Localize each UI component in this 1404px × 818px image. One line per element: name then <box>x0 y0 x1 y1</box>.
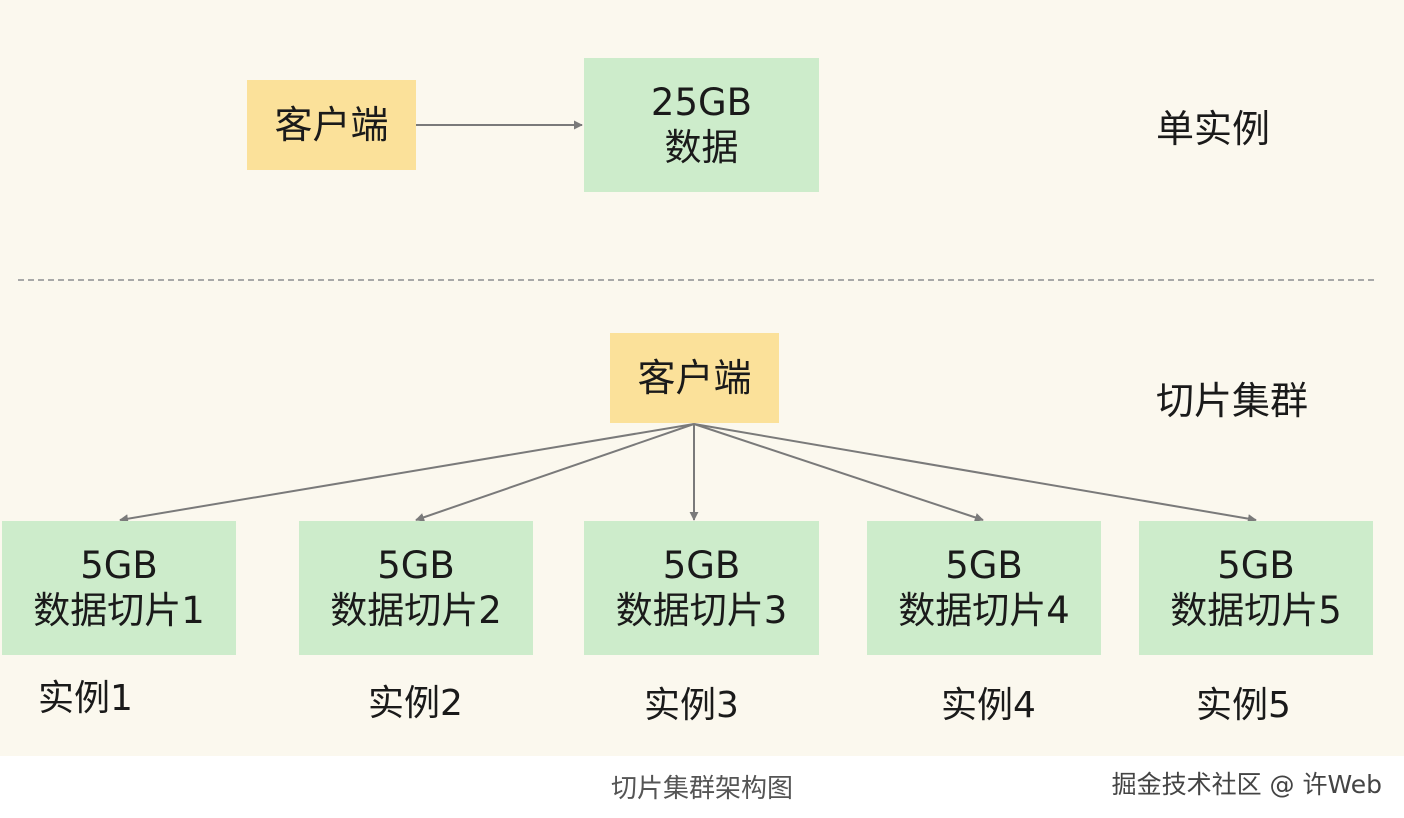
watermark: 掘金技术社区 @ 许Web <box>1111 770 1382 799</box>
shard-name: 数据切片3 <box>615 589 788 632</box>
diagram-canvas: 客户端 25GB 数据 单实例 客户端 切片集群 5GB 数据切片1 5GB 数… <box>0 0 1404 756</box>
single-instance-label: 单实例 <box>1156 107 1271 151</box>
shard-box-3: 5GB 数据切片3 <box>584 521 819 655</box>
shard-size: 5GB <box>80 543 158 587</box>
cluster-client-box: 客户端 <box>610 333 779 423</box>
shard-arrow-2 <box>415 423 695 522</box>
shard-box-2: 5GB 数据切片2 <box>299 521 533 655</box>
section-divider <box>18 279 1374 281</box>
shard-size: 5GB <box>945 543 1023 587</box>
instance-label-1: 实例1 <box>38 678 133 719</box>
single-client-box: 客户端 <box>247 80 416 170</box>
shard-size: 5GB <box>377 543 455 587</box>
single-data-box: 25GB 数据 <box>584 58 819 192</box>
single-data-label: 数据 <box>664 126 739 169</box>
shard-box-5: 5GB 数据切片5 <box>1139 521 1373 655</box>
single-data-size: 25GB <box>650 80 753 124</box>
cluster-client-label: 客户端 <box>637 355 752 400</box>
instance-label-2: 实例2 <box>368 683 463 724</box>
instance-label-5: 实例5 <box>1196 685 1291 726</box>
shard-arrow-1 <box>119 423 695 524</box>
cluster-label: 切片集群 <box>1156 379 1309 423</box>
single-client-label: 客户端 <box>274 102 389 147</box>
instance-label-4: 实例4 <box>941 685 1036 726</box>
shard-box-4: 5GB 数据切片4 <box>867 521 1101 655</box>
shard-name: 数据切片5 <box>1170 589 1342 632</box>
shard-name: 数据切片4 <box>898 589 1070 632</box>
shard-name: 数据切片1 <box>33 589 205 632</box>
shard-arrow-5 <box>693 423 1257 524</box>
instance-label-3: 实例3 <box>644 685 739 726</box>
shard-box-1: 5GB 数据切片1 <box>2 521 236 655</box>
connector-layer <box>119 120 1257 524</box>
figure-caption: 切片集群架构图 <box>610 774 793 804</box>
shard-arrow-4 <box>693 423 984 522</box>
shard-size: 5GB <box>662 543 741 587</box>
shard-size: 5GB <box>1217 543 1295 587</box>
shard-name: 数据切片2 <box>330 589 502 632</box>
